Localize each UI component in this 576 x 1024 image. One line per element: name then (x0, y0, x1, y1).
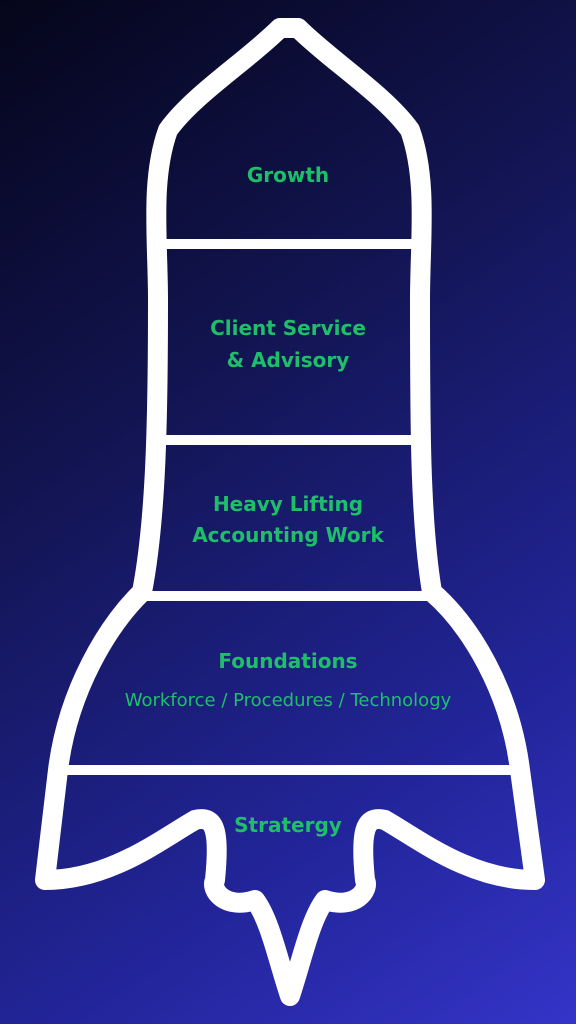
section-strategy-title: Stratergy (234, 813, 342, 837)
section-foundations-subtitle: Workforce / Procedures / Technology (124, 690, 452, 711)
section-client-service-title-line1: Client Service (210, 316, 366, 340)
section-foundations-title: Foundations (218, 649, 358, 673)
section-growth-title: Growth (246, 163, 330, 187)
section-client-service-title-line2: & Advisory (226, 348, 350, 372)
section-heavy-lifting-title-line1: Heavy Lifting (212, 492, 364, 516)
rocket-body-outline (35, 18, 545, 1006)
section-heavy-lifting-title-line2: Accounting Work (192, 523, 384, 547)
